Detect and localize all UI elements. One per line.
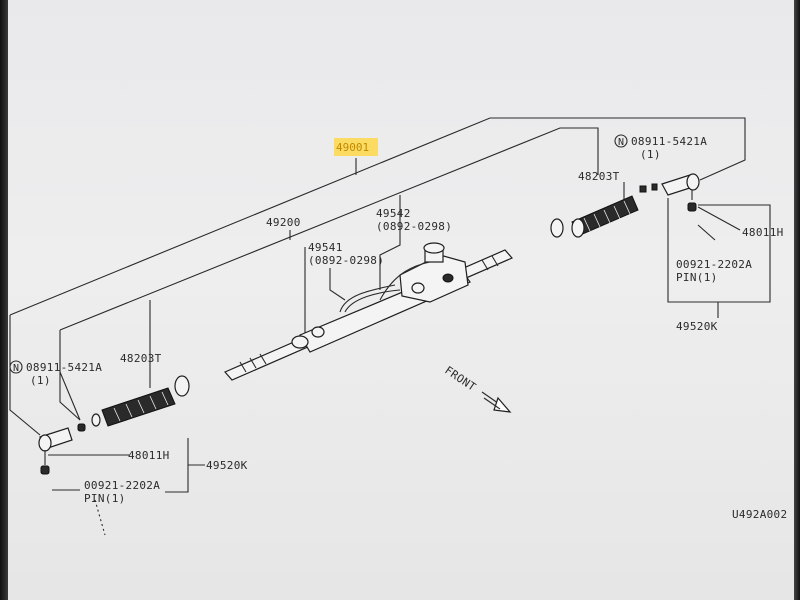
front-arrow-icon <box>481 391 512 413</box>
label-gear-assy[interactable]: 49200 <box>266 216 301 229</box>
label-tube-a-range: (0892-0298) <box>376 220 452 233</box>
nut-symbol-right-icon <box>614 134 628 148</box>
label-tube-a[interactable]: 49542 <box>376 207 411 220</box>
rack-assembly <box>224 242 513 381</box>
nut-symbol-left: N <box>13 363 19 374</box>
nut-symbol-left-icon <box>9 360 23 374</box>
label-tube-b[interactable]: 49541 <box>308 241 343 254</box>
label-front: FRONT <box>442 364 478 394</box>
boot-right <box>550 183 658 238</box>
label-pin-right-qty: PIN(1) <box>676 271 718 284</box>
label-nut-left[interactable]: 08911-5421A <box>26 361 102 374</box>
boot-left <box>77 375 190 432</box>
label-boot-left[interactable]: 48203T <box>120 352 162 365</box>
label-nut-right[interactable]: 08911-5421A <box>631 135 707 148</box>
label-ref-code: U492A002 <box>732 508 787 521</box>
tie-rod-end-right <box>661 173 700 212</box>
label-pin-left[interactable]: 00921-2202A <box>84 479 160 492</box>
label-boot-right[interactable]: 48203T <box>578 170 620 183</box>
tie-rod-end-left <box>38 427 73 475</box>
label-nut-right-qty: (1) <box>640 148 661 161</box>
label-tube-b-range: (0892-0298) <box>308 254 384 267</box>
label-socket-right[interactable]: 48011H <box>742 226 784 239</box>
monitor-bezel-left <box>0 0 8 600</box>
nut-symbol-right: N <box>618 137 624 148</box>
leader-lines <box>9 117 771 536</box>
label-pin-right[interactable]: 00921-2202A <box>676 258 752 271</box>
label-socket-left[interactable]: 48011H <box>128 449 170 462</box>
label-nut-left-qty: (1) <box>30 374 51 387</box>
label-tie-rod-right[interactable]: 49520K <box>676 320 718 333</box>
label-main-part[interactable]: 49001 <box>336 141 369 154</box>
label-pin-left-qty: PIN(1) <box>84 492 126 505</box>
main-part-highlight <box>334 138 378 156</box>
label-tie-rod-left[interactable]: 49520K <box>206 459 248 472</box>
monitor-bezel-right <box>794 0 800 600</box>
